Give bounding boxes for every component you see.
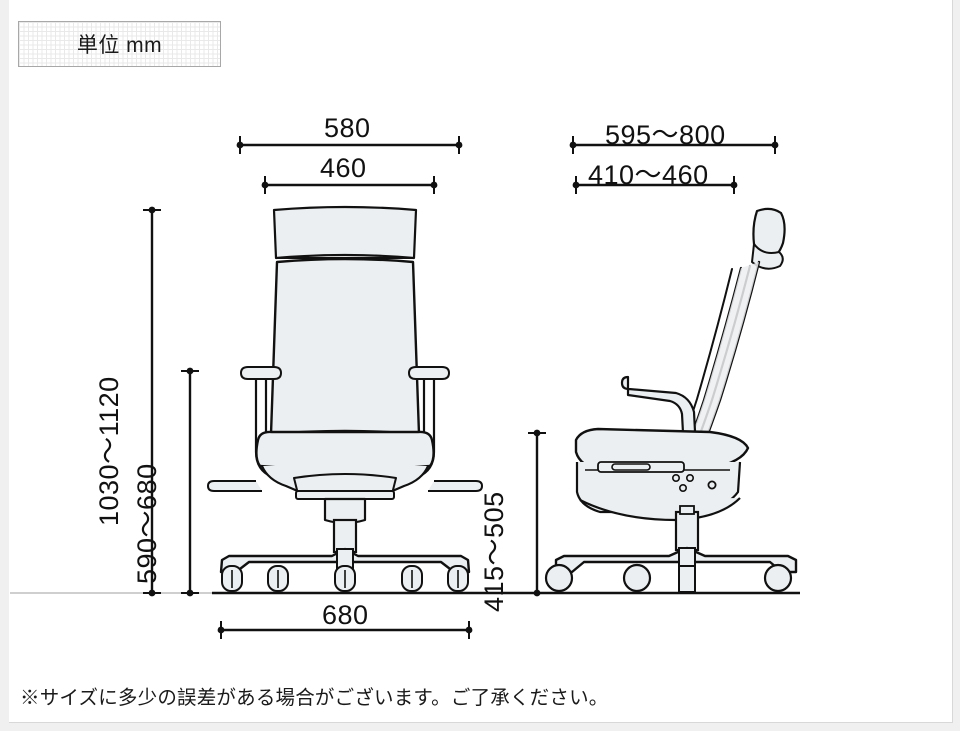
unit-box-label: 単位 mm bbox=[76, 34, 163, 57]
unit-box: 単位 mm bbox=[18, 21, 221, 67]
side-caster-2 bbox=[622, 563, 652, 593]
side-seat-bottom bbox=[579, 497, 741, 522]
front-caster-3 bbox=[334, 565, 356, 592]
front-caster-4 bbox=[401, 565, 423, 592]
side-caster-center-stem bbox=[678, 565, 696, 593]
dim-line-back-height bbox=[181, 367, 199, 597]
dim-label-overall-width: 580 bbox=[324, 113, 371, 143]
dim-line-overall-width bbox=[236, 136, 463, 154]
dim-label-base-width: 680 bbox=[322, 600, 369, 630]
dim-line-overall-depth bbox=[569, 136, 779, 154]
dim-line-base-width bbox=[217, 621, 473, 639]
dim-label-seat-width: 460 bbox=[320, 153, 367, 183]
side-armrest bbox=[620, 375, 699, 472]
drawing-sheet bbox=[9, 0, 953, 723]
front-backrest bbox=[269, 257, 421, 436]
front-casters bbox=[221, 565, 469, 592]
side-cylinder-collar bbox=[679, 505, 695, 515]
dim-label-seat-depth: 410〜460 bbox=[588, 160, 709, 190]
front-gas-cylinder bbox=[332, 518, 358, 554]
front-armpad-right bbox=[407, 366, 451, 380]
side-caster-1 bbox=[544, 563, 574, 593]
dim-label-back-height: 590〜680 bbox=[132, 463, 162, 584]
front-lever-left bbox=[207, 480, 262, 492]
dim-label-seat-height: 415〜505 bbox=[479, 491, 509, 612]
dim-label-overall-depth: 595〜800 bbox=[605, 120, 726, 150]
side-tilt-knob bbox=[707, 480, 717, 490]
dim-line-seat-depth bbox=[572, 176, 738, 194]
front-mechanism-housing bbox=[293, 473, 397, 495]
dim-line-overall-height bbox=[143, 206, 161, 597]
front-caster-2 bbox=[267, 565, 289, 592]
dim-label-overall-height: 1030〜1120 bbox=[94, 376, 124, 526]
dim-line-seat-width bbox=[261, 176, 438, 194]
side-mechanism-bolt-3 bbox=[678, 483, 687, 492]
side-mechanism-bolt-2 bbox=[685, 473, 694, 482]
front-armpad-left bbox=[239, 366, 283, 380]
side-caster-3 bbox=[763, 563, 793, 593]
side-base-star bbox=[554, 546, 798, 574]
side-casters bbox=[544, 563, 793, 593]
front-caster-1 bbox=[221, 565, 243, 592]
front-seat-cushion bbox=[255, 430, 435, 472]
side-view-chair bbox=[544, 207, 798, 593]
front-headrest bbox=[272, 205, 418, 260]
dim-line-seat-height bbox=[528, 429, 546, 597]
front-lever-right bbox=[428, 480, 483, 492]
side-gas-cylinder bbox=[674, 510, 700, 552]
front-caster-5 bbox=[447, 565, 469, 592]
side-mechanism-bolt-1 bbox=[671, 473, 680, 482]
footnote-text: ※サイズに多少の誤差がある場合がございます。ご了承ください。 bbox=[20, 687, 609, 709]
front-mechanism-block bbox=[295, 490, 395, 500]
side-mechanism-slot bbox=[611, 463, 651, 471]
side-backrest-shell-fill bbox=[660, 262, 759, 491]
front-view-chair bbox=[207, 205, 483, 592]
